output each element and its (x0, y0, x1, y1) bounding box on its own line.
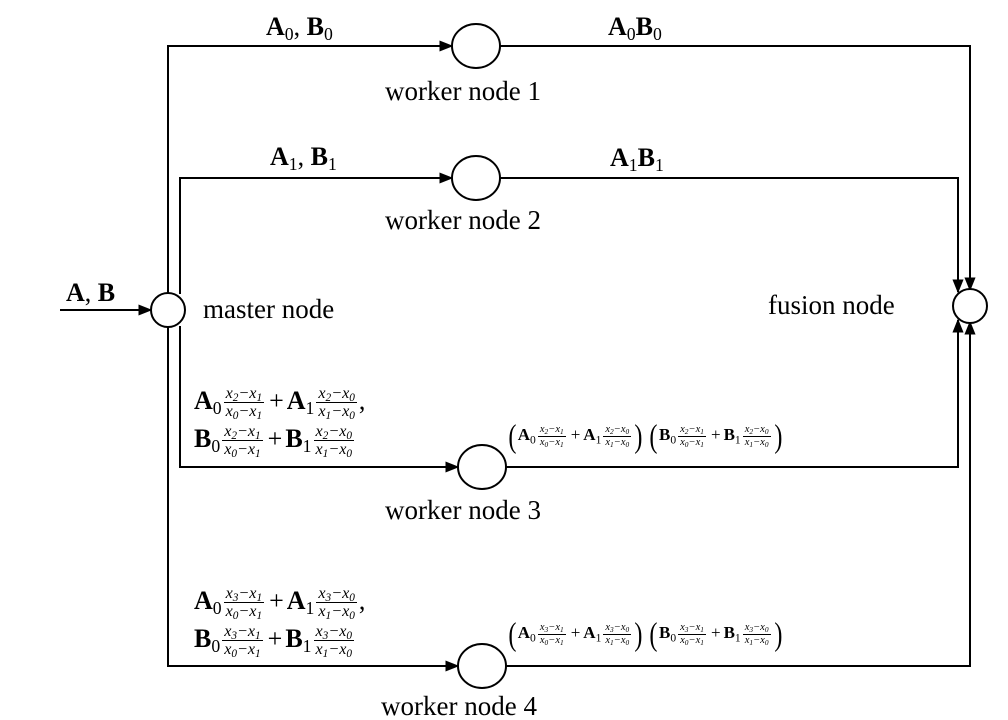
worker-node-1-circle (451, 23, 501, 69)
worker-node-1-label: worker node 1 (385, 76, 541, 106)
worker-node-4-circle (457, 643, 507, 689)
edge-master-to-worker-3 (179, 326, 460, 473)
edge-worker-2-to-fusion (500, 177, 964, 294)
worker-node-2-label: worker node 2 (385, 205, 541, 235)
input-label: A, B (66, 280, 115, 306)
input-separator: , (84, 278, 98, 307)
worker-1-output-label: A0B0 (608, 12, 662, 44)
edge-worker-3-to-fusion (505, 318, 964, 468)
fusion-node-label: fusion node (768, 290, 895, 320)
edge-worker-1-to-fusion (500, 45, 976, 292)
worker-node-3-circle (457, 444, 507, 490)
master-node-circle (150, 292, 186, 328)
input-matrix-a: A (66, 278, 85, 307)
edge-master-to-worker-4 (167, 327, 460, 672)
worker-node-4-label: worker node 4 (381, 691, 537, 720)
edge-worker-4-to-fusion (505, 320, 976, 667)
edge-master-to-worker-2 (179, 172, 454, 294)
fusion-node-circle (952, 288, 988, 324)
worker-2-input-label: A1, B1 (270, 142, 337, 174)
worker-node-3-label: worker node 3 (385, 495, 541, 525)
input-matrix-b: B (97, 278, 116, 307)
worker-node-2-circle (451, 155, 501, 201)
master-node-label: master node (203, 294, 335, 324)
edge-master-to-worker-1 (167, 40, 454, 293)
worker-2-output-label: A1B1 (610, 143, 664, 175)
worker-1-input-label: A0, B0 (266, 12, 333, 44)
